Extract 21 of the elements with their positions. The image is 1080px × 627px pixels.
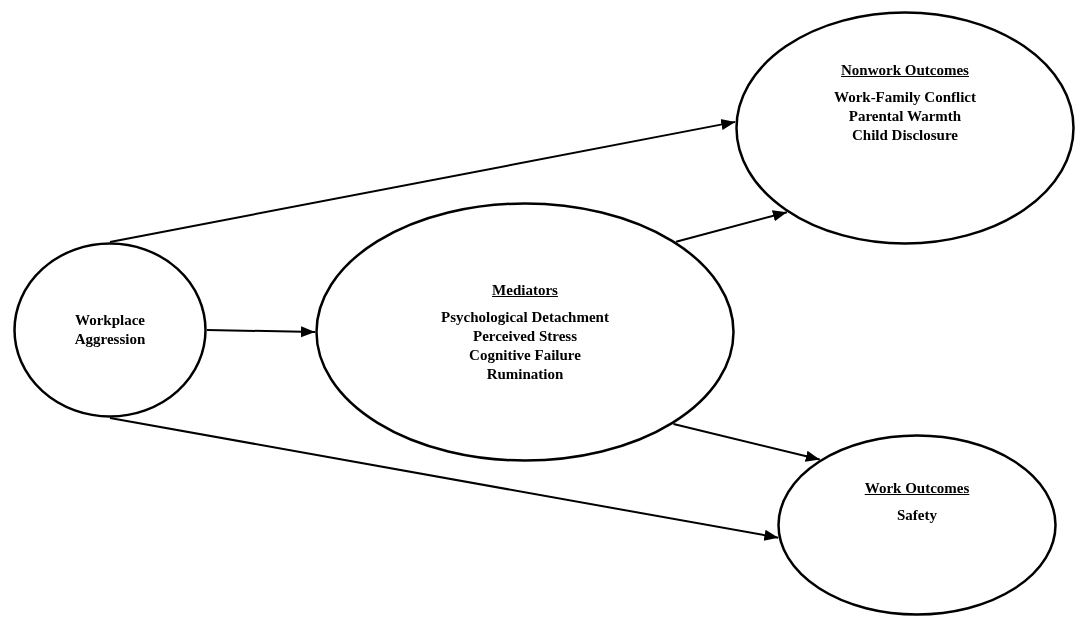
node-text: Work-Family Conflict <box>833 88 977 107</box>
arrow <box>109 417 780 541</box>
node-text: Perceived Stress <box>473 326 577 346</box>
node-heading: Nonwork Outcomes <box>841 61 969 80</box>
node-heading: Mediators <box>492 280 558 300</box>
node-text: Safety <box>897 506 937 525</box>
node-heading: Work Outcomes <box>864 479 970 498</box>
ellipse-node <box>315 202 735 462</box>
arrow <box>206 326 316 338</box>
arrow <box>109 119 737 243</box>
node-text: Rumination <box>486 364 564 384</box>
node-text: Cognitive Failure <box>469 345 581 365</box>
node-text: Workplace Aggression <box>73 311 147 349</box>
ellipse-node <box>735 11 1075 245</box>
ellipse-node <box>777 434 1057 616</box>
ellipse-node <box>13 242 207 418</box>
node-text: Child Disclosure <box>852 126 958 145</box>
arrow <box>672 422 821 462</box>
node-text: Parental Warmth <box>848 107 962 126</box>
node-text: Psychological Detachment <box>441 307 609 327</box>
arrow <box>675 210 788 243</box>
